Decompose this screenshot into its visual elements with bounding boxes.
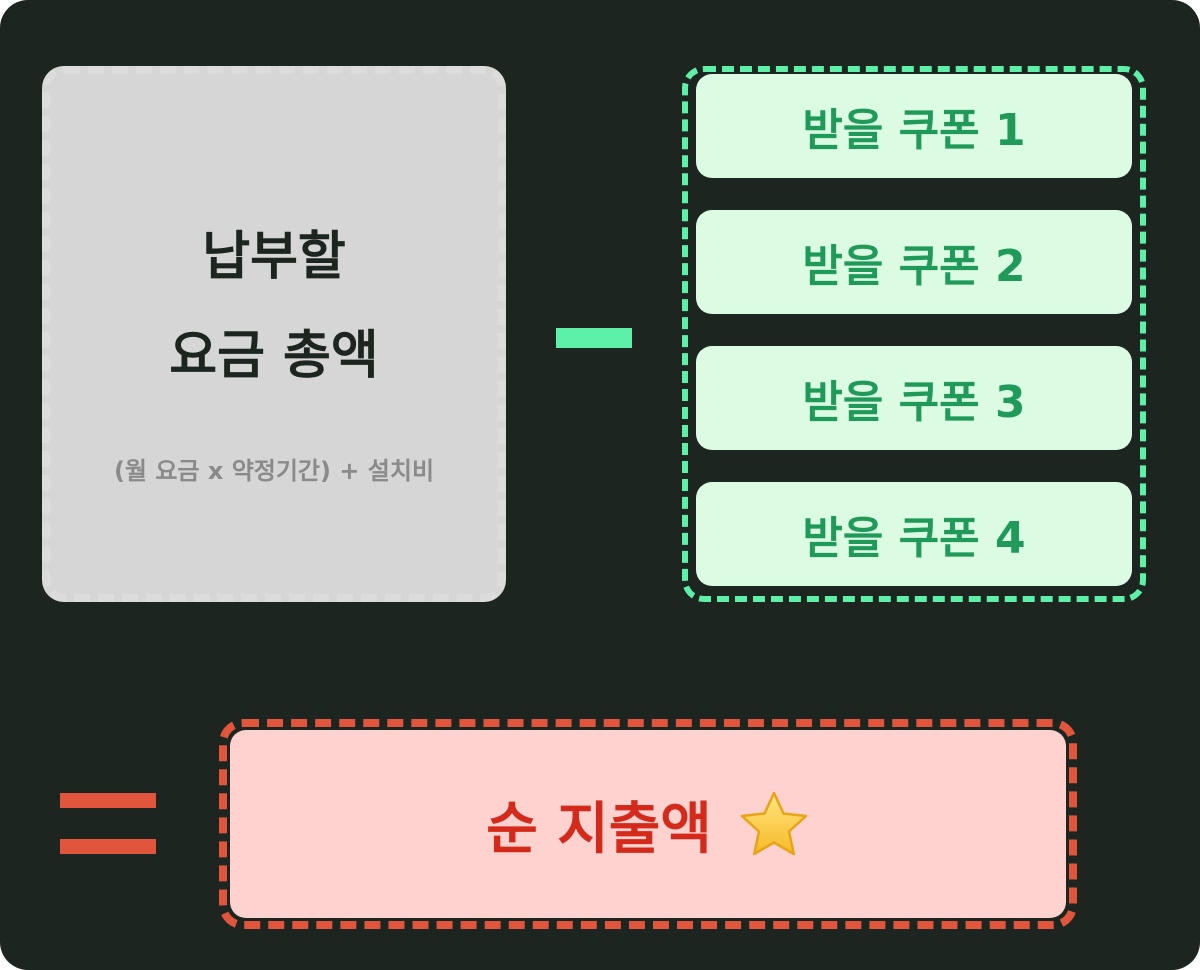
- coupon-4: 받을 쿠폰 4: [696, 482, 1132, 586]
- total-title-line1: 납부할: [202, 226, 346, 287]
- coupon-1: 받을 쿠폰 1: [696, 74, 1132, 178]
- coupon-3: 받을 쿠폰 3: [696, 346, 1132, 450]
- total-title-line2: 요금 총액: [169, 325, 379, 386]
- net-expense-box: 순 지출액: [230, 730, 1066, 918]
- total-amount-title: 납부할 요금 총액: [169, 208, 378, 406]
- total-amount-formula: (월 요금 x 약정기간) + 설치비: [113, 457, 435, 486]
- total-amount-box: 납부할 요금 총액 (월 요금 x 약정기간) + 설치비: [42, 66, 506, 602]
- net-expense-box-border: [219, 719, 1077, 929]
- net-expense-label: 순 지출액: [486, 796, 712, 862]
- coupon-2: 받을 쿠폰 2: [696, 210, 1132, 314]
- equals-line-bottom: [60, 839, 156, 854]
- star-icon: [738, 789, 810, 859]
- coupon-group: 받을 쿠폰 1 받을 쿠폰 2 받을 쿠폰 3 받을 쿠폰 4: [682, 66, 1146, 602]
- equals-line-top: [60, 793, 156, 808]
- minus-sign: [556, 328, 632, 348]
